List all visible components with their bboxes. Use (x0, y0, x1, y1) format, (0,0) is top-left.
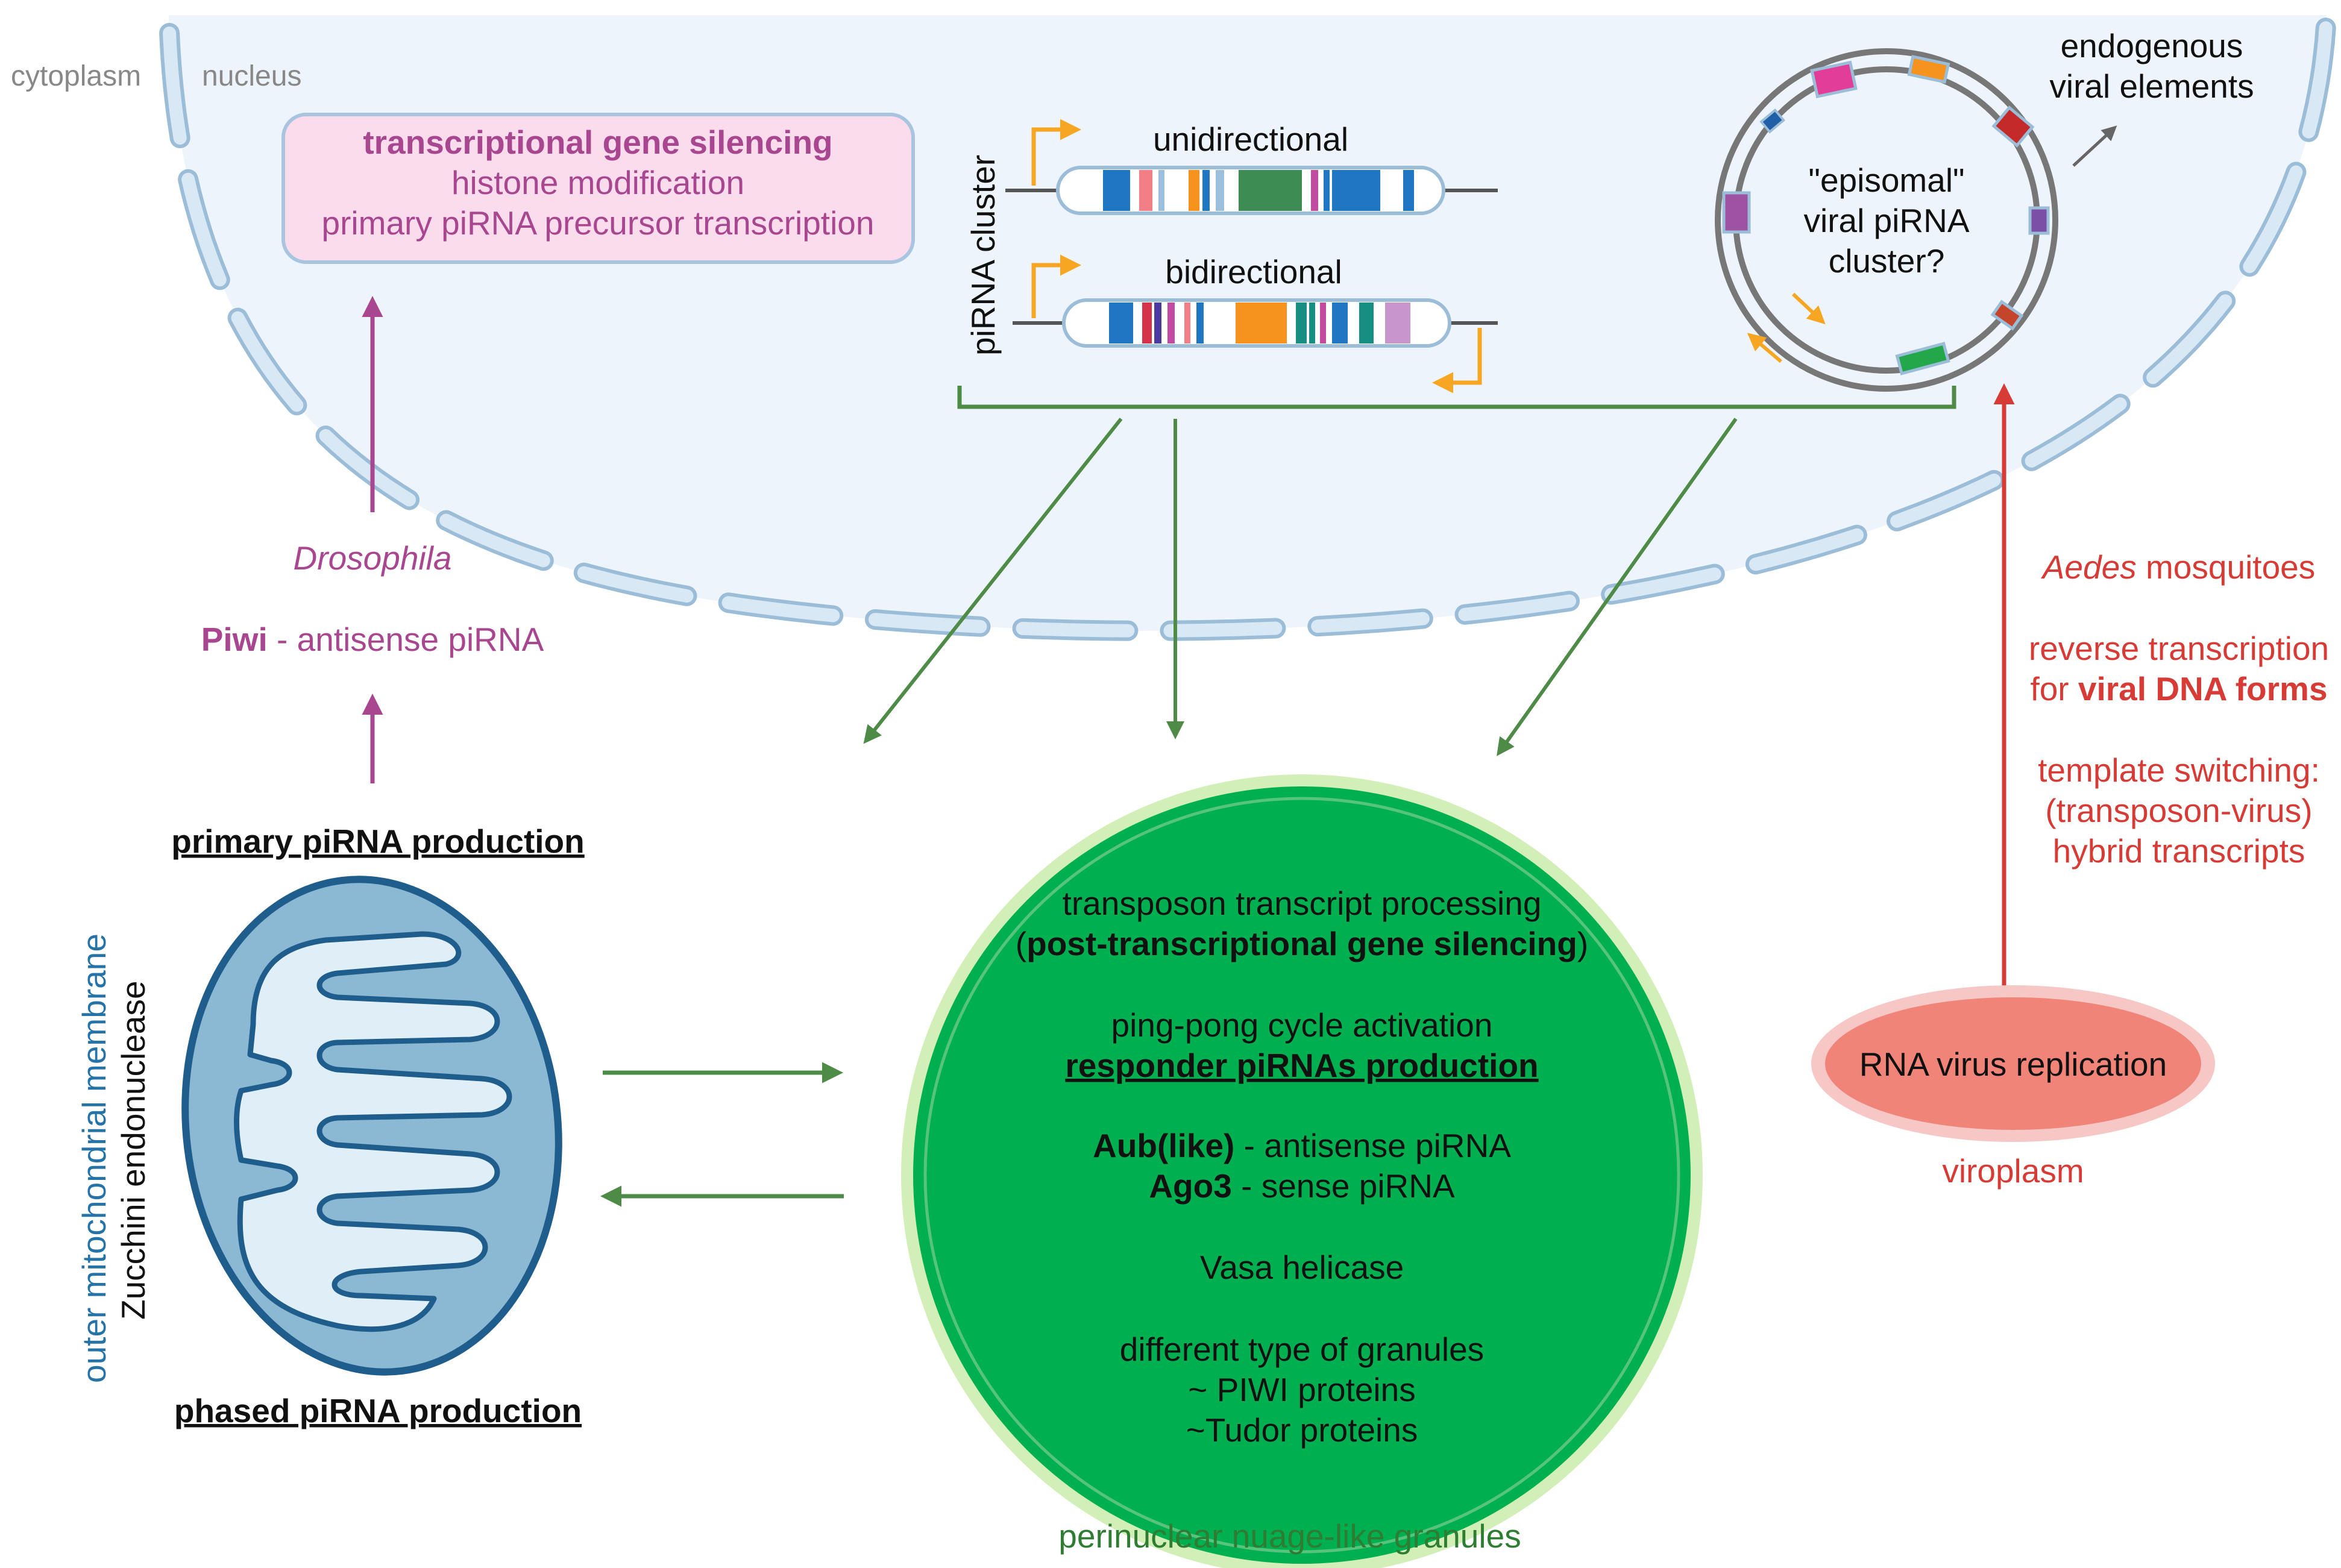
envelope-segment (1311, 612, 1430, 633)
granule-responder: responder piRNAs production (1065, 1047, 1538, 1084)
promoter-arrow-bi-reverse (1432, 328, 1482, 394)
aedes-label: Aedes mosquitoes (2041, 548, 2316, 586)
viroplasm: RNA virus replication (1811, 985, 2215, 1142)
envelope-segment (868, 613, 987, 633)
envelope-segment (2302, 21, 2333, 139)
cytoplasm-label: cytoplasm (11, 60, 141, 92)
granule-piwi: ~ PIWI proteins (1188, 1371, 1416, 1408)
granule-transposon: transposon transcript processing (1063, 885, 1542, 922)
envelope-segment (2025, 397, 2127, 468)
mito-cristae (234, 931, 512, 1332)
primary-production-label: primary piRNA production (171, 823, 585, 860)
viroplasm-label: viroplasm (1942, 1152, 2084, 1190)
zucchini-label: Zucchini endonuclease (115, 980, 152, 1320)
phased-production-label: phased piRNA production (174, 1392, 582, 1429)
nuclear-envelope (159, 17, 2336, 641)
granule-pingpong: ping-pong cycle activation (1111, 1006, 1493, 1044)
endogenous-arrow (2072, 125, 2117, 167)
rna-virus-label: RNA virus replication (1859, 1046, 2167, 1083)
ring-orange-arrow-inner (1791, 292, 1826, 325)
envelope-segment (577, 566, 694, 603)
episomal-ring: "episomal" viral piRNA cluster? (1715, 48, 2058, 392)
envelope-segment (1890, 473, 2001, 528)
outer-membrane-label: outer mitochondrial membrane (75, 933, 113, 1383)
pirna-cluster-label: piRNA cluster (964, 155, 1002, 356)
envelope-segment (439, 513, 550, 568)
envelope-segment (1016, 621, 1135, 638)
envelope-segment (721, 596, 840, 622)
granule-ago3: Ago3 - sense piRNA (1149, 1167, 1455, 1205)
episomal-line3: cluster? (1829, 242, 1945, 280)
envelope-segment (1749, 528, 1864, 571)
piwi-label: Piwi - antisense piRNA (201, 621, 544, 658)
unidirectional-cluster: unidirectional (1005, 119, 1498, 215)
envelope-segment (1458, 594, 1576, 621)
rt-line2: for viral DNA forms (2030, 670, 2327, 707)
granule-types: different type of granules (1120, 1331, 1484, 1368)
envelope-segment (319, 429, 416, 507)
endogenous-line2: viral elements (2049, 67, 2254, 105)
granule-tudor: ~Tudor proteins (1186, 1411, 1418, 1449)
perinuclear-label: perinuclear nuage-like granules (1058, 1517, 1521, 1555)
tgs-box: transcriptional gene silencing histone m… (281, 113, 915, 264)
envelope-segment (1163, 621, 1283, 638)
envelope-segment (231, 311, 304, 412)
envelope-segment (1604, 567, 1721, 601)
granule-aub: Aub(like) - antisense piRNA (1093, 1127, 1511, 1164)
granule-ptgs: (post-transcriptional gene silencing) (1016, 925, 1588, 962)
episomal-line1: "episomal" (1808, 162, 1964, 199)
ts-line1: template switching: (2038, 751, 2320, 789)
cluster-bracket (957, 386, 1956, 409)
drosophila-label: Drosophila (294, 539, 452, 577)
ts-line2: (transposon-virus) (2045, 792, 2312, 829)
virus-text: Aedes mosquitoes reverse transcription f… (2029, 548, 2329, 870)
arrow-bracket-left (863, 418, 1123, 744)
nuage-granule (901, 774, 1703, 1568)
envelope-segment (181, 172, 227, 287)
nucleus-label: nucleus (202, 60, 301, 92)
rt-line1: reverse transcription (2029, 630, 2329, 667)
endogenous-line1: endogenous (2061, 27, 2243, 64)
promoter-arrow-bi-forward (1031, 254, 1081, 318)
bidirectional-label: bidirectional (1165, 253, 1342, 290)
unidirectional-label: unidirectional (1153, 121, 1348, 158)
granule-vasa: Vasa helicase (1200, 1249, 1404, 1286)
episomal-line2: viral piRNA (1803, 202, 1969, 239)
ts-line3: hybrid transcripts (2053, 832, 2305, 870)
promoter-arrow-uni (1031, 119, 1081, 186)
tgs-histone: histone modification (451, 164, 744, 201)
envelope-segment (2146, 294, 2233, 384)
tgs-title: transcriptional gene silencing (363, 124, 832, 161)
ring-orange-arrow-outer (1747, 333, 1782, 363)
bidirectional-cluster: bidirectional (1013, 253, 1498, 394)
mitochondrion-icon (181, 876, 562, 1376)
tgs-precursor: primary piRNA precursor transcription (322, 204, 875, 242)
envelope-segment (163, 27, 187, 145)
arrow-bracket-right (1497, 418, 1738, 756)
granule-text: transposon transcript processing (post-t… (1016, 885, 1588, 1449)
envelope-segment (2243, 165, 2303, 274)
